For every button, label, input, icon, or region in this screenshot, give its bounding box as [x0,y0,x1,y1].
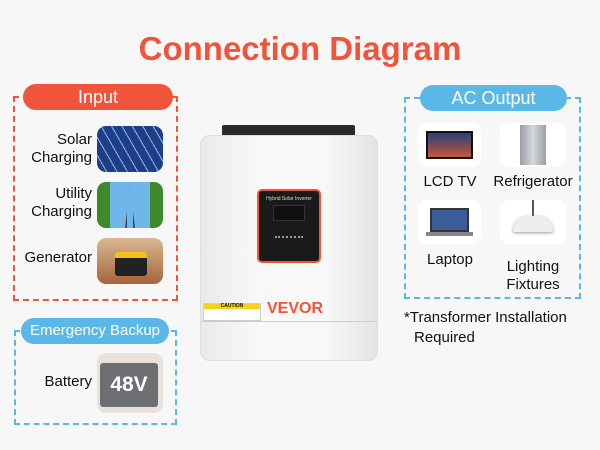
output-pill: AC Output [420,85,567,111]
lamp-icon [513,216,553,232]
control-buttons [275,236,303,240]
lamp-cord [532,200,534,218]
solar-panel-image [97,126,163,172]
page-title: Connection Diagram [138,30,462,67]
battery-label: Battery [44,373,92,390]
generator-icon [115,252,147,276]
inverter-body: Hybrid Solar Inverter CAUTION VEVOR [200,135,378,361]
panel-divider [201,321,377,322]
laptop-icon [430,208,469,232]
caution-label: CAUTION [203,303,261,321]
tower-icon [125,186,135,228]
refrigerator-image [500,123,566,167]
inverter-display-panel: Hybrid Solar Inverter [257,189,321,263]
mounting-bracket [222,125,355,137]
backup-pill: Emergency Backup [21,318,169,344]
display-title: Hybrid Solar Inverter [266,196,312,202]
lighting-image [500,200,566,244]
tv-image [418,123,481,167]
input-pill: Input [23,84,173,110]
fridge-icon [520,125,546,165]
tv-icon [426,131,473,159]
lcd-tv-label: LCD TV [423,173,477,190]
lcd-screen [273,205,305,221]
caution-header: CAUTION [204,304,260,309]
refrigerator-label: Refrigerator [493,173,573,190]
generator-image [97,238,163,284]
battery-image: 48V [97,353,163,413]
vevor-logo: VEVOR [267,300,324,317]
generator-label: Generator [24,249,92,266]
laptop-base [426,232,473,236]
power-tower-image [97,182,163,228]
battery-48v-label: 48V [100,363,158,407]
laptop-image [418,200,481,244]
laptop-label: Laptop [427,251,473,268]
